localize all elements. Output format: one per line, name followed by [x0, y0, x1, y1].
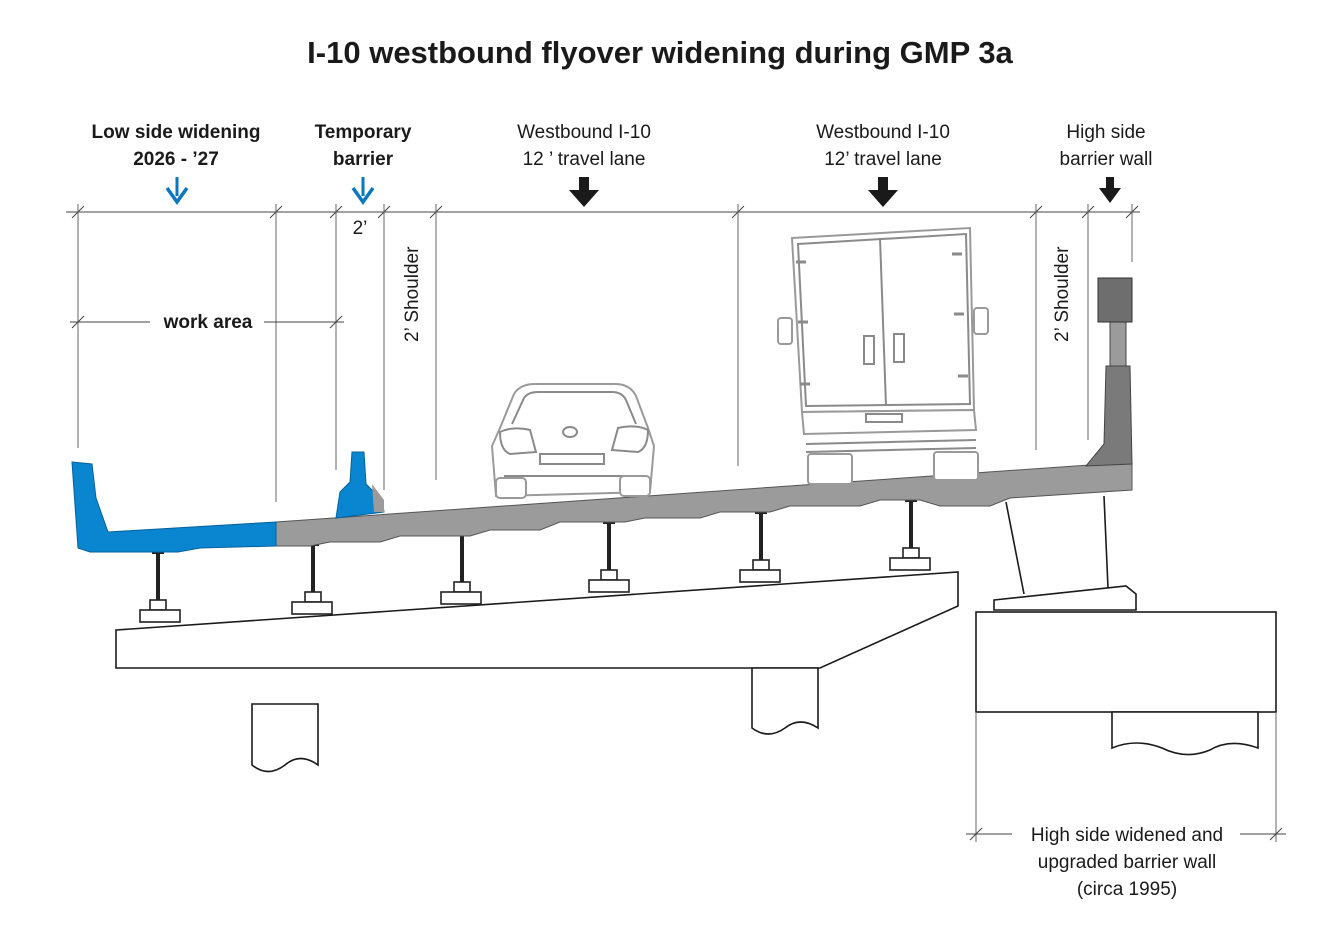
existing-bridge-deck: [275, 461, 1133, 547]
label-travel-lane-2: Westbound I-10 12’ travel lane: [816, 122, 950, 170]
arrow-down-black-icon: [868, 177, 898, 207]
two-foot-dimension-label: 2’: [353, 218, 368, 239]
label-travel-lane-1: Westbound I-10 12 ’ travel lane: [517, 122, 651, 170]
temp-barrier-line2: barrier: [333, 149, 394, 170]
diagram-title: I-10 westbound flyover widening during G…: [307, 35, 1013, 70]
low-side-widening-deck: [71, 461, 277, 553]
label-temporary-barrier: Temporary barrier: [315, 122, 412, 170]
bottom-line3: (circa 1995): [1077, 879, 1177, 900]
right-pier-cap: [975, 495, 1277, 756]
lane2-line1: Westbound I-10: [816, 122, 950, 143]
bearing-3: [440, 530, 482, 605]
arrow-down-black-icon: [1099, 177, 1121, 203]
bearing-2: [291, 540, 333, 615]
arrow-down-blue-icon: [351, 177, 375, 206]
bearing-5: [739, 508, 781, 583]
bottom-line1: High side widened and: [1031, 825, 1223, 846]
bottom-dimension: [966, 712, 1286, 842]
work-area-label: work area: [163, 312, 253, 333]
left-shoulder-label: 2’ Shoulder: [402, 246, 423, 342]
box-truck-rear-icon: [777, 226, 989, 485]
right-shoulder-label: 2’ Shoulder: [1052, 246, 1073, 342]
high-side-line2: barrier wall: [1060, 149, 1153, 170]
work-area-dimension: [70, 315, 344, 329]
top-dimension-line: [66, 204, 1140, 502]
left-pier-cap: [115, 571, 959, 773]
lane1-line2: 12 ’ travel lane: [523, 149, 646, 170]
lane2-line2: 12’ travel lane: [824, 149, 942, 170]
high-side-line1: High side: [1066, 122, 1145, 143]
arrow-down-blue-icon: [165, 177, 189, 206]
label-high-side-barrier: High side barrier wall: [1060, 122, 1153, 170]
lane1-line1: Westbound I-10: [517, 122, 651, 143]
bottom-line2: upgraded barrier wall: [1038, 852, 1217, 873]
bearing-posts: [139, 496, 931, 623]
high-side-barrier-wall: [1084, 277, 1133, 467]
bearing-1: [139, 548, 181, 623]
label-high-side-widened: High side widened and upgraded barrier w…: [1031, 825, 1223, 900]
car-rear-icon: [490, 383, 656, 499]
bearing-4: [588, 518, 630, 593]
low-side-line2: 2026 - ’27: [133, 149, 219, 170]
temp-barrier-line1: Temporary: [315, 122, 412, 143]
bearing-6: [889, 496, 931, 571]
label-low-side-widening: Low side widening 2026 - ’27: [92, 122, 261, 170]
arrow-down-black-icon: [569, 177, 599, 207]
low-side-line1: Low side widening: [92, 122, 261, 143]
